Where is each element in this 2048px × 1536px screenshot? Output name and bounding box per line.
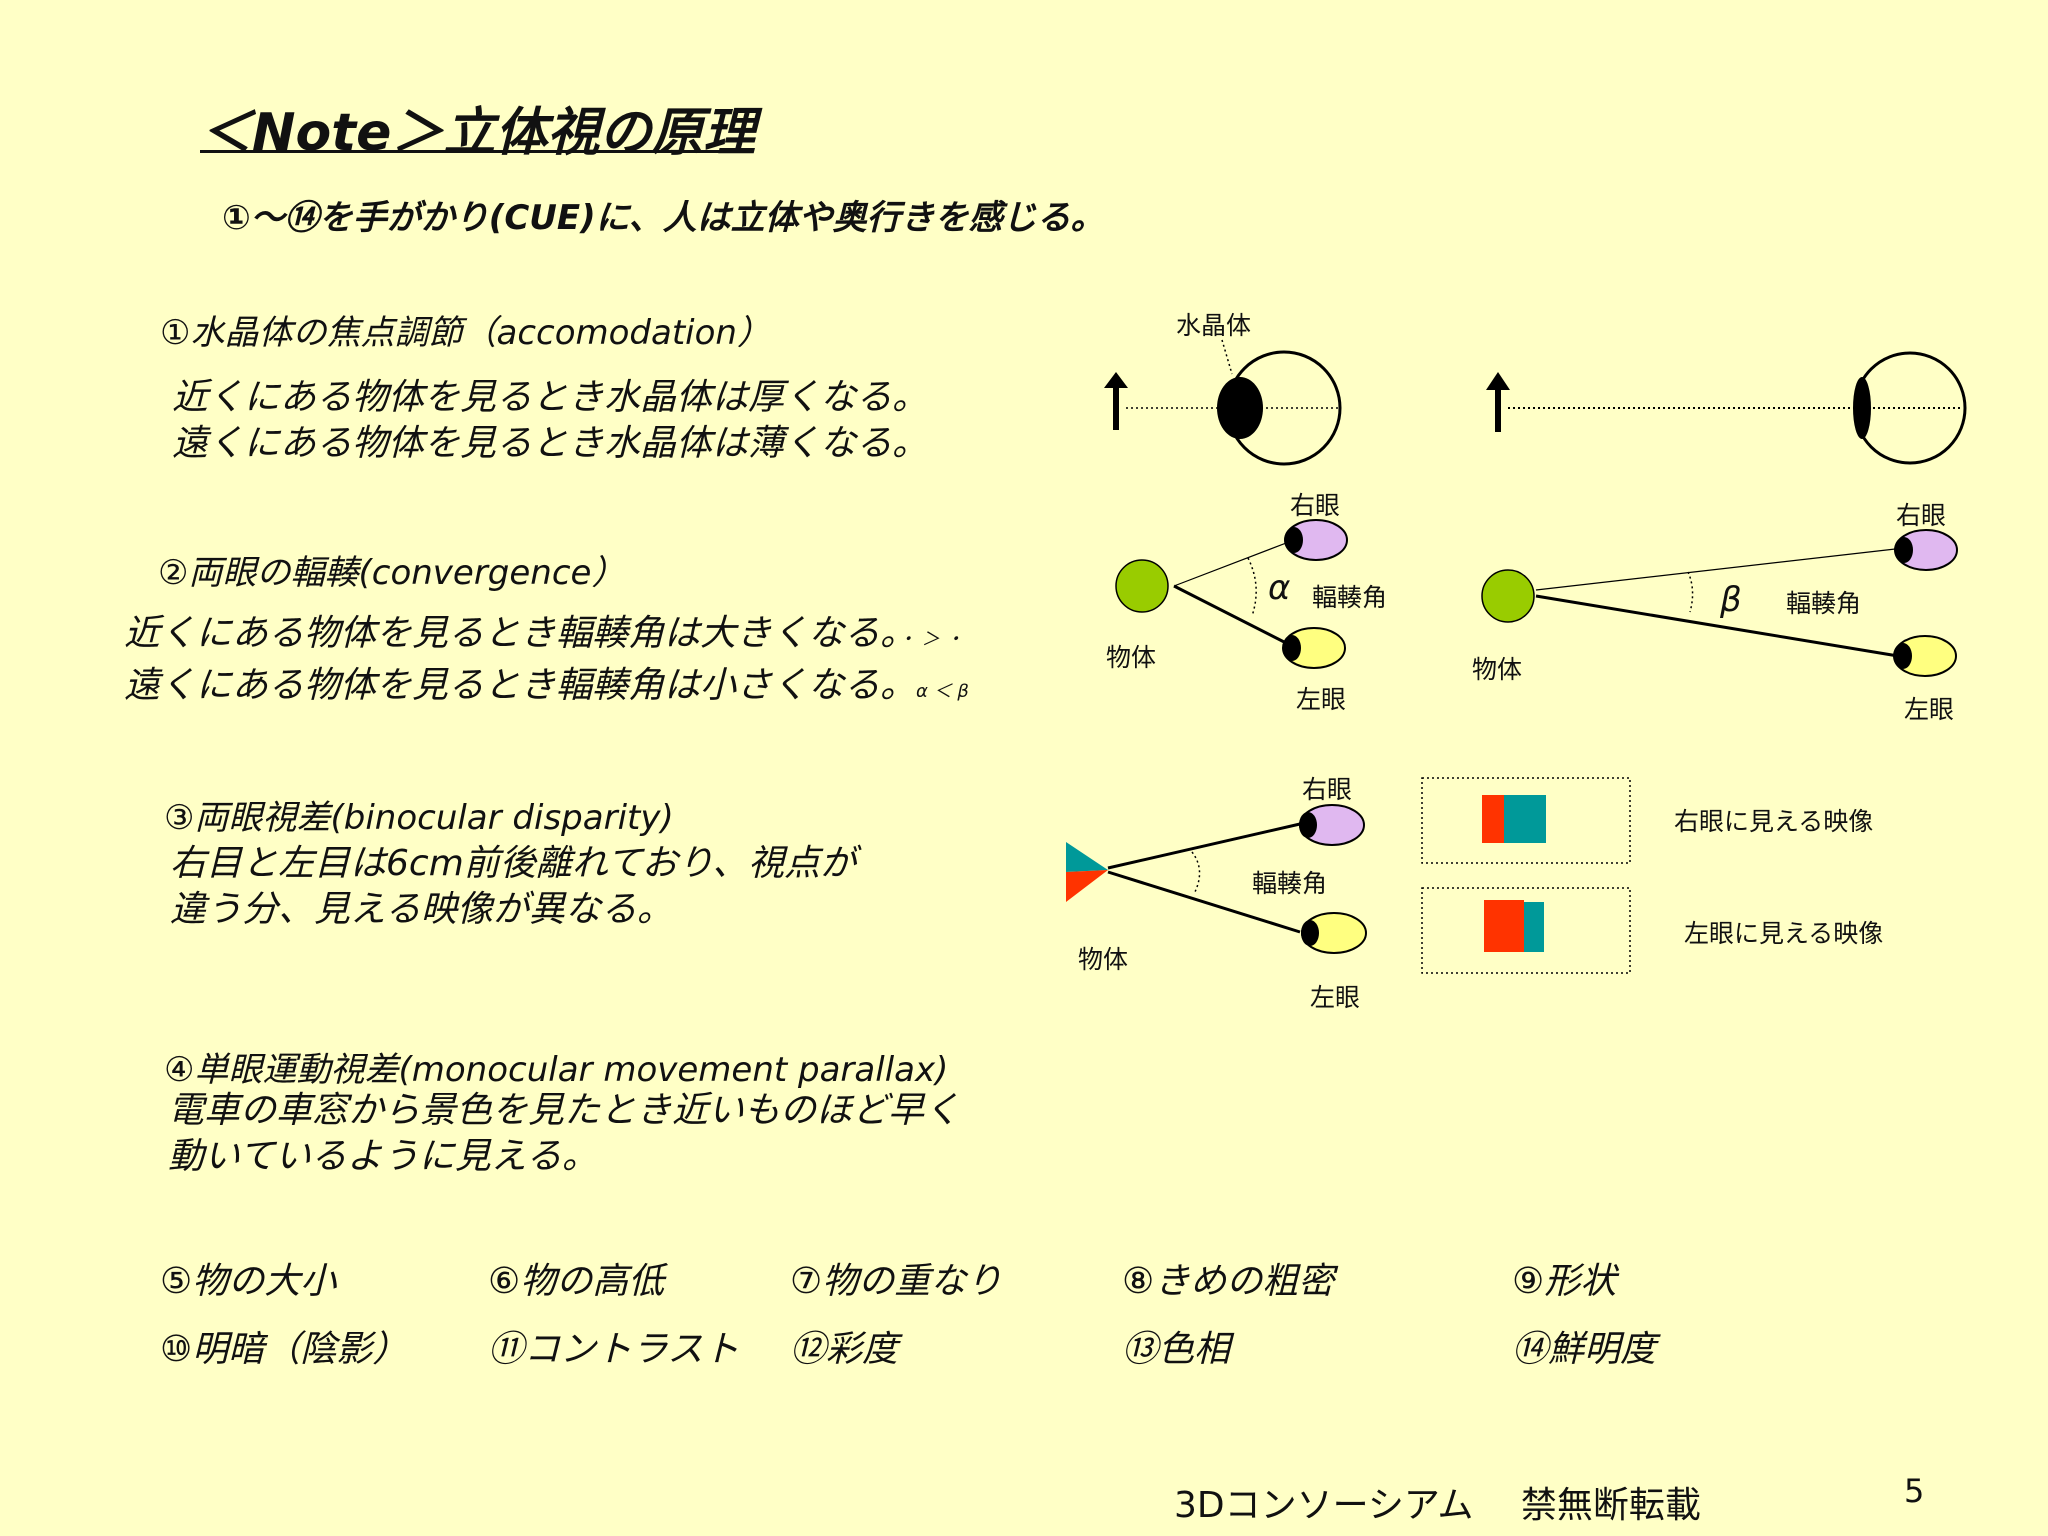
object-ball-near [1115, 559, 1169, 613]
disparity-arc [1191, 851, 1201, 895]
disparity-right-sightline [1107, 822, 1301, 870]
right-view-teal-block [1504, 795, 1546, 843]
alpha-arc [1247, 557, 1257, 617]
convergence-near-diagram [1115, 519, 1348, 669]
cue-9: ⑨形状 [1512, 1261, 1617, 1302]
accommodation-near-diagram [1104, 339, 1342, 466]
object-arrow-icon [1104, 372, 1128, 388]
object-arrow-far-icon [1486, 372, 1510, 390]
alpha-label: α [1268, 568, 1291, 608]
left-view-box [1421, 887, 1631, 974]
section4-line1: 電車の車窓から景色を見たとき近いものほど早く [168, 1090, 961, 1131]
section1-body: 近くにある物体を見るとき水晶体は厚くなる。 遠くにある物体を見るとき水晶体は薄く… [172, 375, 928, 467]
section4-body: 電車の車窓から景色を見たとき近いものほど早く 動いているように見える。 [168, 1088, 960, 1180]
left-view-label: 左眼に見える映像 [1684, 919, 1884, 948]
right-eye-disparity-pupil [1299, 812, 1317, 838]
cue-13: ⑬色相 [1122, 1329, 1231, 1370]
right-eye-label-far: 右眼 [1896, 501, 1947, 530]
lens-thick [1217, 377, 1263, 439]
right-view-label: 右眼に見える映像 [1674, 807, 1874, 836]
section3-line1: 右目と左目は6cm前後離れており、視点が [170, 843, 857, 884]
object-label-disparity: 物体 [1078, 945, 1129, 974]
left-eye-disparity-pupil [1301, 920, 1319, 946]
right-eye-label-disparity: 右眼 [1302, 775, 1353, 804]
lens-label: 水晶体 [1176, 311, 1252, 340]
near-right-sightline [1173, 539, 1295, 587]
section2-line1: 近くにある物体を見るとき輻輳角は大きくなる。・ ＞ ・ [124, 613, 964, 654]
cue-6: ⑥物の高低 [488, 1261, 665, 1302]
object-label-near: 物体 [1106, 643, 1157, 672]
accommodation-far-diagram [1486, 351, 1967, 465]
far-right-sightline [1535, 547, 1905, 591]
section2-body: 近くにある物体を見るとき輻輳角は大きくなる。・ ＞ ・ 遠くにある物体を見るとき… [124, 611, 969, 715]
section4-heading: ④単眼運動視差(monocular movement parallax) [164, 1050, 949, 1090]
disparity-left-sightline [1107, 870, 1301, 934]
beta-label: β [1720, 580, 1742, 620]
right-view-box [1421, 777, 1631, 864]
section3-heading: ③両眼視差(binocular disparity) [164, 798, 674, 838]
object-ball-far [1481, 569, 1535, 623]
section2-heading: ②両眼の輻輳(convergence） [158, 553, 626, 593]
lens-thin [1853, 377, 1871, 439]
section3-body: 右目と左目は6cm前後離れており、視点が 違う分、見える映像が異なる。 [170, 841, 856, 933]
object-label-far: 物体 [1472, 655, 1523, 684]
section2-line2: 遠くにある物体を見るとき輻輳角は小さくなる。α ＜ β [124, 665, 969, 706]
object-prism-red [1066, 870, 1108, 902]
section1-line2: 遠くにある物体を見るとき水晶体は薄くなる。 [172, 423, 929, 464]
right-eye-near-pupil [1285, 527, 1303, 553]
left-eye-label-disparity: 左眼 [1310, 983, 1361, 1012]
section2-note2: α ＜ β [916, 681, 969, 702]
beta-arc [1687, 571, 1694, 613]
left-eye-label-near: 左眼 [1296, 685, 1347, 714]
left-eye-near-pupil [1283, 635, 1301, 661]
cue-8: ⑧きめの粗密 [1122, 1261, 1335, 1302]
far-left-sightline [1535, 594, 1899, 658]
section1-heading: ①水晶体の焦点調節（accomodation） [160, 313, 771, 353]
angle-label-near: 輻輳角 [1312, 583, 1388, 612]
cue-5: ⑤物の大小 [160, 1261, 337, 1302]
cue-11: ⑪コントラスト [488, 1329, 740, 1370]
lens-pointer [1221, 339, 1233, 375]
cue-10: ⑩明暗（陰影） [160, 1329, 409, 1370]
object-prism-teal [1066, 842, 1108, 872]
cue-7: ⑦物の重なり [790, 1261, 1003, 1302]
page-number: 5 [1904, 1472, 1925, 1510]
footer-copyright: 3Dコンソーシアム 禁無断転載 [1174, 1485, 1701, 1526]
near-left-sightline [1173, 584, 1293, 648]
cue-14: ⑭鮮明度 [1512, 1329, 1657, 1370]
section3-line2: 違う分、見える映像が異なる。 [170, 889, 673, 930]
section1-line1: 近くにある物体を見るとき水晶体は厚くなる。 [172, 377, 929, 418]
left-eye-label-far: 左眼 [1904, 695, 1955, 724]
right-eye-far-pupil [1895, 537, 1913, 563]
page-subtitle: ①～⑭を手がかり(CUE)に、人は立体や奥行きを感じる。 [222, 198, 1105, 238]
angle-label-far: 輻輳角 [1786, 589, 1862, 618]
angle-label-disparity: 輻輳角 [1252, 869, 1328, 898]
title-underline [200, 150, 748, 153]
left-view-red-block [1484, 900, 1524, 952]
section4-line2: 動いているように見える。 [168, 1136, 598, 1177]
left-eye-far-pupil [1894, 643, 1912, 669]
disparity-diagram [1066, 777, 1631, 974]
page-title: ＜Note＞立体視の原理 [200, 103, 756, 163]
right-eye-label-near: 右眼 [1290, 491, 1341, 520]
section2-note1: ・ ＞ ・ [898, 629, 964, 650]
cue-12: ⑫彩度 [790, 1329, 899, 1370]
convergence-far-diagram [1481, 529, 1958, 677]
